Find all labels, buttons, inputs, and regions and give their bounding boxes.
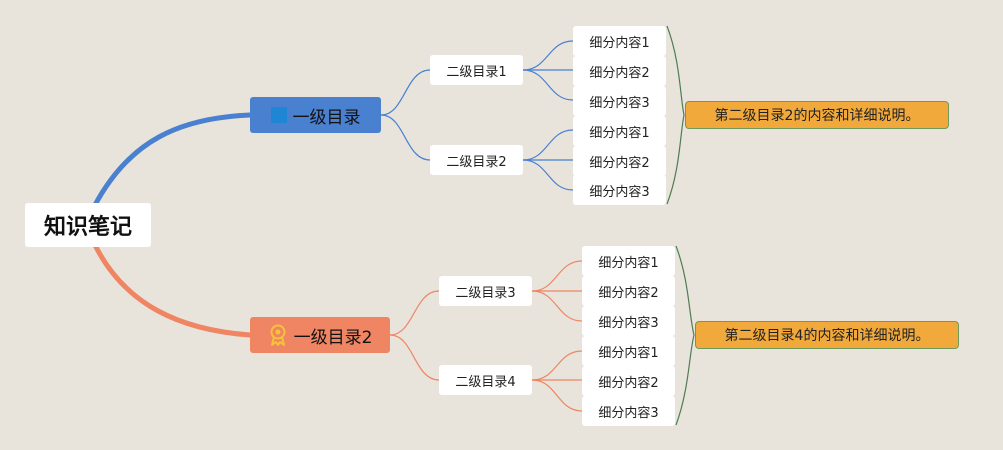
branch-2-to-sub-3-connector bbox=[389, 290, 440, 336]
branch-1-topic[interactable]: 一级目录 bbox=[250, 97, 381, 133]
leaf-topic[interactable]: 细分内容3 bbox=[582, 306, 675, 336]
leaf-topic[interactable]: 细分内容2 bbox=[573, 146, 666, 176]
leaf-topic[interactable]: 细分内容3 bbox=[573, 86, 666, 116]
branch-2-label: 一级目录2 bbox=[293, 327, 373, 348]
sub-4-to-leaf-1-connector bbox=[531, 350, 583, 381]
root-to-branch-1-connector bbox=[92, 112, 253, 208]
sub-2-to-leaf-1-connector bbox=[522, 129, 574, 161]
sub-1-to-leaf-3-connector bbox=[522, 69, 574, 101]
sub-1-to-leaf-1-connector bbox=[522, 40, 574, 71]
sub-topic-2[interactable]: 二级目录2 bbox=[430, 145, 523, 175]
sub-3-to-leaf-1-connector bbox=[531, 260, 583, 292]
root-topic[interactable]: 知识笔记 bbox=[25, 203, 151, 247]
summary-note-2[interactable]: 第二级目录4的内容和详细说明。 bbox=[695, 321, 959, 349]
leaf-topic[interactable]: 细分内容2 bbox=[582, 366, 675, 396]
leaf-topic[interactable]: 细分内容2 bbox=[573, 56, 666, 86]
summary-bracket-1 bbox=[666, 25, 685, 205]
leaf-topic[interactable]: 细分内容1 bbox=[573, 26, 666, 56]
leaf-topic[interactable]: 细分内容1 bbox=[582, 336, 675, 366]
sub-topic-3[interactable]: 二级目录3 bbox=[439, 276, 532, 306]
award-badge-icon bbox=[268, 324, 288, 346]
sub-3-to-leaf-3-connector bbox=[531, 290, 583, 322]
branch-1-to-sub-2-connector bbox=[380, 114, 431, 161]
sub-topic-1[interactable]: 二级目录1 bbox=[430, 55, 523, 85]
leaf-topic[interactable]: 细分内容1 bbox=[573, 116, 666, 146]
sub-2-to-leaf-3-connector bbox=[522, 159, 574, 191]
leaf-topic[interactable]: 细分内容3 bbox=[573, 175, 666, 205]
branch-2-topic[interactable]: 一级目录2 bbox=[250, 317, 390, 353]
sub-topic-4[interactable]: 二级目录4 bbox=[439, 365, 532, 395]
summary-note-1[interactable]: 第二级目录2的内容和详细说明。 bbox=[685, 101, 949, 129]
root-to-branch-2-connector bbox=[92, 242, 253, 338]
summary-bracket-2 bbox=[675, 245, 695, 426]
branch-1-to-sub-1-connector bbox=[380, 69, 431, 116]
leaf-topic[interactable]: 细分内容2 bbox=[582, 276, 675, 306]
branch-1-label: 一级目录 bbox=[292, 107, 361, 128]
branch-2-to-sub-4-connector bbox=[389, 334, 440, 381]
leaf-topic[interactable]: 细分内容3 bbox=[582, 396, 675, 426]
square-icon bbox=[270, 107, 287, 123]
sub-4-to-leaf-3-connector bbox=[531, 379, 583, 412]
leaf-topic[interactable]: 细分内容1 bbox=[582, 246, 675, 276]
